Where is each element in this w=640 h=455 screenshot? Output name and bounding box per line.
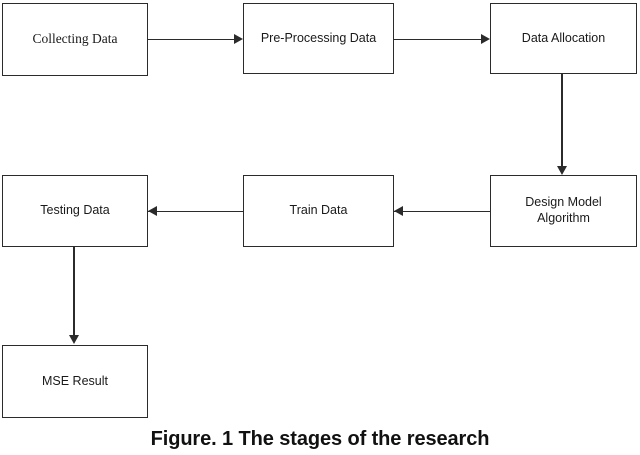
arrowhead-right-icon [481, 34, 490, 44]
node-train-data: Train Data [243, 175, 394, 247]
node-label: Collecting Data [32, 31, 118, 47]
arrowhead-right-icon [234, 34, 243, 44]
node-testing-data: Testing Data [2, 175, 148, 247]
node-label: Train Data [289, 203, 348, 218]
node-label: Design Model Algorithm [525, 195, 602, 225]
figure-caption: Figure. 1 The stages of the research [150, 428, 490, 450]
edge-train-to-testing-line [148, 210, 243, 213]
arrowhead-down-icon [69, 335, 79, 344]
arrowhead-left-icon [148, 206, 157, 216]
node-mse-result: MSE Result [2, 345, 148, 418]
node-pre-processing-data: Pre-Processing Data [243, 3, 394, 74]
arrowhead-down-icon [557, 166, 567, 175]
node-label: Testing Data [40, 203, 110, 218]
node-label: Pre-Processing Data [260, 30, 377, 45]
node-design-model-algorithm: Design Model Algorithm [490, 175, 637, 247]
edge-preprocessing-to-allocation-line [394, 38, 482, 41]
edge-allocation-to-design-line [561, 74, 563, 167]
edge-design-to-train-line [394, 210, 490, 213]
edge-testing-to-mse-line [73, 247, 75, 336]
node-collecting-data: Collecting Data [2, 3, 148, 76]
node-label: MSE Result [42, 373, 108, 388]
edge-collecting-to-preprocessing-line [147, 38, 235, 41]
node-data-allocation: Data Allocation [490, 3, 637, 74]
arrowhead-left-icon [394, 206, 403, 216]
node-label: Data Allocation [521, 30, 606, 45]
